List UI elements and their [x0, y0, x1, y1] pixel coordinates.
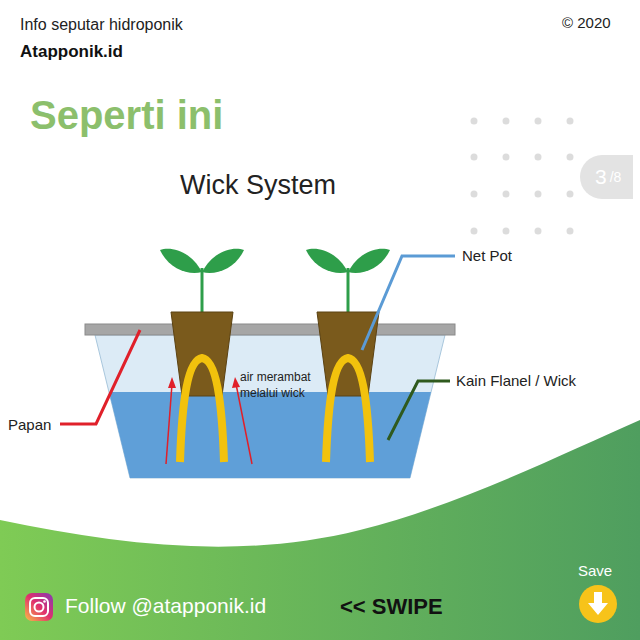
part-label: Net Pot: [462, 247, 512, 264]
container: [95, 335, 445, 478]
leader-line: [60, 330, 140, 424]
part-label: Kain Flanel / Wick: [456, 372, 576, 389]
flow-arrow: [166, 377, 252, 464]
board: [85, 324, 455, 335]
wick: [326, 358, 370, 462]
page-indicator: 3/8: [580, 155, 633, 199]
plant: [160, 249, 390, 312]
footer-text: Follow @atapponik.id: [65, 594, 266, 618]
part-label: Papan: [8, 416, 51, 433]
dot-grid: [471, 118, 574, 235]
diagram-title: Wick System: [180, 170, 336, 201]
leader-line: [362, 256, 455, 350]
water: [109, 392, 431, 478]
note: air merambat melalui wick: [240, 370, 320, 401]
heading: Seperti ini: [30, 92, 223, 138]
page-total: /8: [610, 169, 622, 185]
save-label: Save: [578, 562, 612, 579]
brand-name: Atapponik.id: [20, 42, 123, 62]
leader-line: [388, 381, 450, 440]
wick: [180, 358, 224, 462]
swipe-hint: << SWIPE: [340, 594, 443, 619]
instagram-icon: [25, 593, 53, 621]
copyright: © 2020: [562, 14, 611, 31]
save-icon: [579, 585, 617, 623]
page-number: 3: [595, 165, 607, 189]
header-text: Info seputar hidroponik: [20, 16, 183, 34]
